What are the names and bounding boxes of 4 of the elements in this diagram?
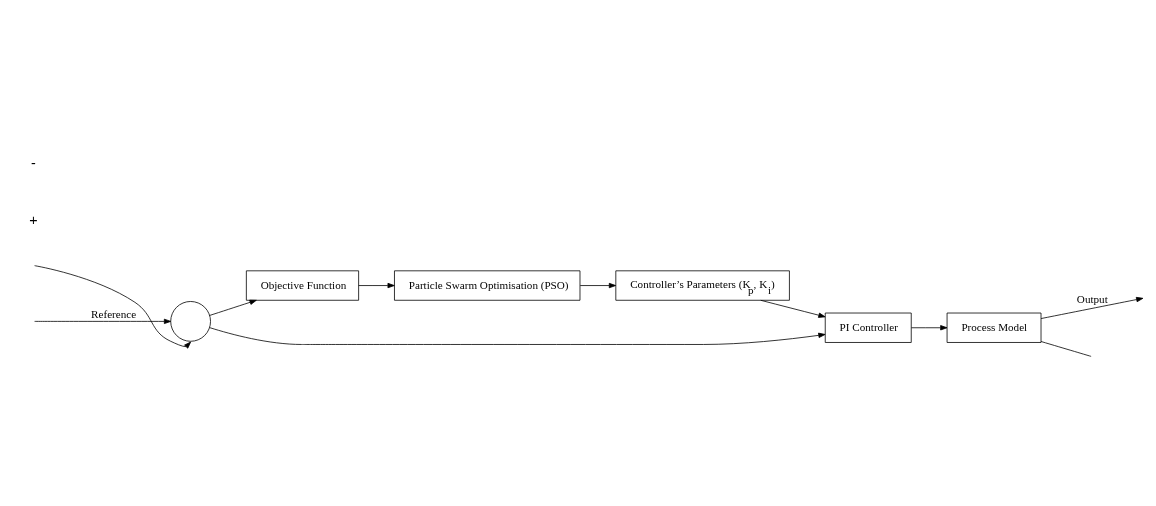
edge-label: Reference [91,307,137,320]
label: + [29,211,38,228]
label: - [30,154,36,171]
edge-label: Output [1076,292,1108,305]
